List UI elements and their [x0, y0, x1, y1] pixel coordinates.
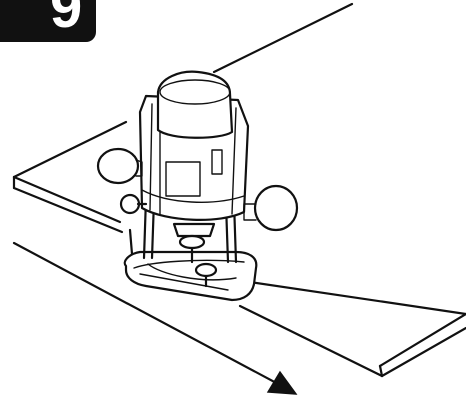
- router-base-plate: [123, 250, 258, 302]
- plunge-lock-knob: [119, 193, 141, 215]
- arrow-shaft: [12, 241, 284, 388]
- plunge-router-icon: [96, 70, 299, 302]
- board-front-bottom-edge-right: [238, 304, 384, 378]
- housing-ridge-left: [149, 103, 153, 211]
- router-motor-cap: [156, 70, 234, 139]
- board-right-top-edge: [378, 312, 466, 368]
- housing-label-panel: [165, 161, 201, 197]
- motor-cap-top: [159, 79, 231, 105]
- power-switch: [211, 149, 223, 175]
- board-front-top-edge-left: [12, 175, 122, 224]
- depth-stop-rod: [128, 228, 134, 256]
- right-handle-stem: [243, 203, 257, 221]
- board-front-bottom-edge-left: [12, 186, 124, 234]
- base-plate-slot: [139, 273, 229, 291]
- housing-ridge-right: [231, 107, 237, 215]
- board-front-top-edge-right: [248, 280, 466, 316]
- depth-stop-turret: [194, 262, 218, 278]
- board-far-edge-left: [12, 120, 128, 179]
- arrow-head: [266, 370, 298, 395]
- feed-direction-arrow-icon: [12, 241, 298, 395]
- board-far-edge: [212, 2, 354, 74]
- router-collet-nut: [172, 222, 216, 238]
- board-right-corner: [378, 364, 384, 378]
- left-handle-stem: [135, 159, 143, 177]
- housing-band: [141, 189, 245, 203]
- router-collet: [178, 234, 206, 250]
- left-handle: [96, 147, 140, 185]
- workpiece-board: [12, 2, 466, 378]
- base-plate-inner-edge: [133, 259, 245, 269]
- right-handle: [253, 184, 299, 232]
- step-number: 9: [50, 0, 83, 40]
- base-plate-opening: [147, 263, 237, 281]
- board-right-bottom-edge: [380, 326, 466, 378]
- step-badge: 9: [0, 0, 96, 42]
